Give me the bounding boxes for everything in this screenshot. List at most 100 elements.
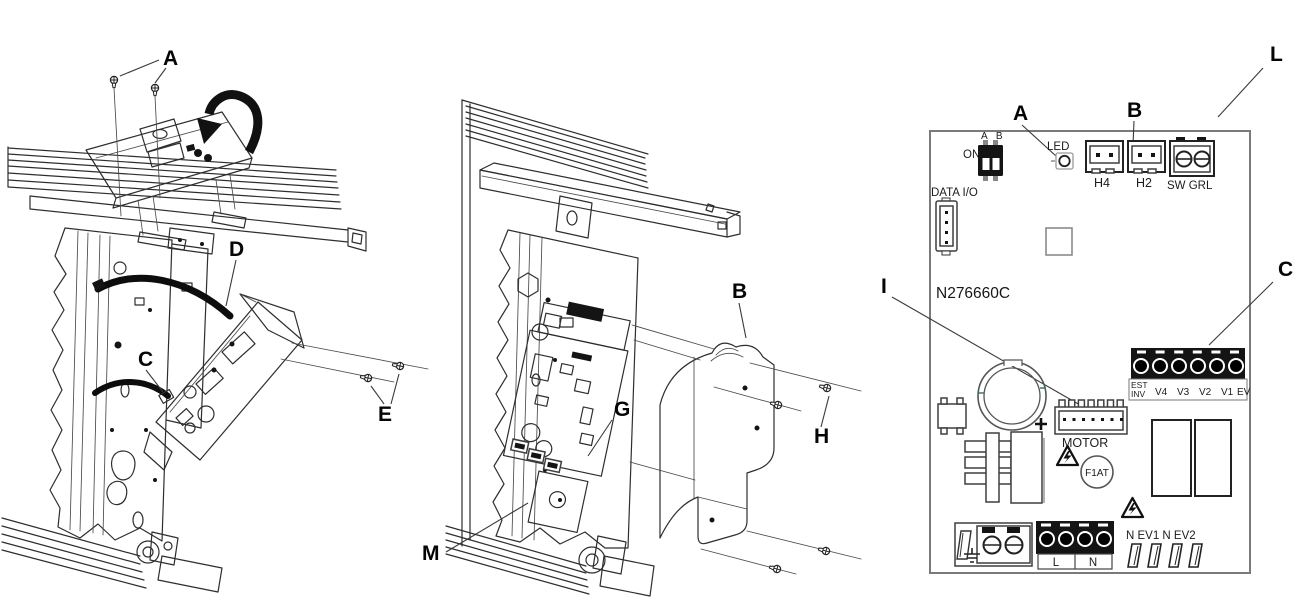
control-assembly-d <box>143 293 305 471</box>
finned-beam-bottom-left <box>1 517 147 589</box>
callout-b-mid: B <box>732 280 747 303</box>
screw-icon <box>817 544 832 557</box>
connector-h4: H4 <box>1085 140 1124 190</box>
callout-a-leaders <box>119 59 167 84</box>
callout-a-board-leader <box>1021 124 1057 157</box>
dip-on-label: ON <box>963 149 980 161</box>
callout-e-leaders <box>370 373 400 405</box>
callout-c-board-leader <box>1208 281 1274 346</box>
t-v4-label: V4 <box>1155 387 1168 398</box>
screw-icon <box>768 562 783 575</box>
capacitor <box>977 359 1047 431</box>
faston-terminals: N EV1 N EV2 <box>1126 530 1203 568</box>
terminal-sw-grl: SW GRL <box>1167 137 1215 192</box>
finned-beam-top <box>7 146 342 210</box>
cover-b <box>659 342 775 545</box>
callout-a-board: A <box>1013 102 1028 125</box>
rotation-arrow-icon <box>197 90 263 155</box>
bridge-rectifier <box>937 397 967 435</box>
callout-d-leader <box>225 259 237 307</box>
screw-axis-lines <box>113 87 161 217</box>
relay-2 <box>1194 419 1232 497</box>
axis-lines-box <box>629 324 715 481</box>
data-io-label: DATA I/O <box>931 187 978 199</box>
callout-i: I <box>881 275 887 298</box>
t-inv-label: INV <box>1131 389 1146 399</box>
rail-beam <box>29 195 367 252</box>
connector-h2: H2 <box>1127 140 1166 190</box>
callout-c-board: C <box>1278 258 1293 281</box>
fuse-f1at: F1AT <box>1080 455 1114 489</box>
finned-beam-top-mid <box>465 105 649 189</box>
t-v1-label: V1 <box>1221 387 1234 398</box>
line-l-label: L <box>1053 557 1060 569</box>
screw-icon <box>150 83 160 97</box>
panel-pcb-layout: L A B C I ON A B LED <box>881 43 1293 574</box>
transformer <box>964 431 1045 504</box>
screw-axis-lines-h <box>700 362 862 575</box>
callout-c-left: C <box>138 348 153 371</box>
callout-l-leader <box>1217 67 1264 118</box>
faston-row-label: N EV1 N EV2 <box>1126 530 1196 542</box>
panel-cover-removal: B G H M <box>422 99 862 597</box>
connector-c <box>158 388 175 404</box>
callout-l: L <box>1270 43 1283 66</box>
led-label: LED <box>1047 141 1069 153</box>
callout-a-left: A <box>163 47 178 70</box>
board-part-number: N276660C <box>936 285 1010 302</box>
screw-icon <box>109 75 119 89</box>
fan-wheel-left <box>136 531 223 593</box>
relay-1 <box>1151 419 1192 497</box>
h4-label: H4 <box>1094 176 1110 190</box>
panel-display-removal: A D C E <box>1 47 429 593</box>
hanger-bracket <box>555 195 593 239</box>
pcb-assembly <box>502 301 631 534</box>
cable-lower <box>92 379 171 399</box>
callout-d: D <box>229 238 244 261</box>
t-v3-label: V3 <box>1177 387 1190 398</box>
t-v2-label: V2 <box>1199 387 1212 398</box>
callout-g: G <box>614 398 630 421</box>
line-n-label: N <box>1089 557 1097 569</box>
motor-label: MOTOR <box>1062 436 1108 450</box>
earth-ground-icon <box>964 548 980 563</box>
side-frame-mid <box>492 229 639 549</box>
h2-label: H2 <box>1136 176 1152 190</box>
connector-data-io: DATA I/O <box>931 187 978 256</box>
connector-motor: MOTOR <box>1054 399 1128 450</box>
fan-wheel-mid <box>578 535 655 597</box>
callout-i-leader <box>891 296 1088 410</box>
dip-ab-label: A B <box>981 131 1006 142</box>
callout-b-board: B <box>1127 99 1142 122</box>
t-est-label: EST <box>1131 380 1148 390</box>
screw-icon <box>818 381 833 394</box>
screw-icon <box>359 372 373 383</box>
callout-m: M <box>422 542 440 565</box>
sw-grl-label: SW GRL <box>1167 180 1213 192</box>
callout-e: E <box>378 403 392 426</box>
ic-pad <box>1045 227 1073 256</box>
cable-connector <box>91 278 106 292</box>
screw-axis-lines-e <box>280 342 429 383</box>
screw-icon <box>769 398 784 411</box>
terminal-block-valves: EST INV V4 V3 V2 V1 EV <box>1128 348 1251 401</box>
callout-h-leader <box>820 395 830 428</box>
callout-h: H <box>814 425 829 448</box>
bracket-hole <box>566 210 578 226</box>
callout-b-leader <box>738 302 747 339</box>
cable-upper <box>94 274 234 320</box>
dip-switch: ON A B <box>963 131 1006 181</box>
led-indicator: LED <box>1047 141 1074 170</box>
finned-beam-bottom-mid <box>445 525 590 595</box>
terminal-earth <box>954 522 1033 567</box>
side-frame <box>49 227 173 542</box>
plus-mark <box>1035 418 1047 430</box>
t-ev-label: EV <box>1237 387 1251 398</box>
fuse-label: F1AT <box>1085 468 1109 479</box>
beam-3d <box>479 162 741 238</box>
back-panel-edge <box>461 99 649 547</box>
callout-c-leader <box>145 369 164 393</box>
terminal-power-ln: L N <box>1036 521 1114 570</box>
callout-g-leader <box>587 419 613 457</box>
